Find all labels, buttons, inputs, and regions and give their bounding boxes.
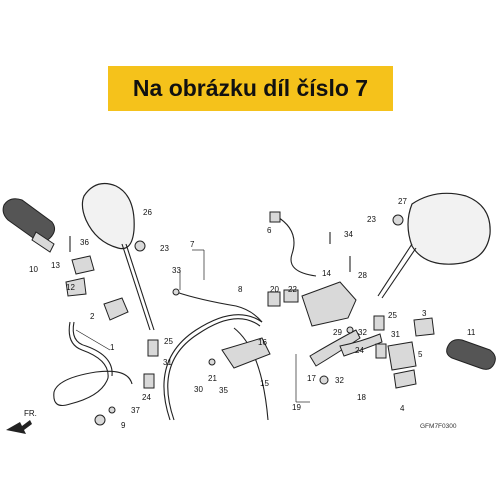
- callout-3: 3: [422, 309, 427, 318]
- front-direction-arrow: FR.: [6, 409, 37, 434]
- callout-leaders: [75, 249, 310, 403]
- brake-cable: [163, 314, 269, 421]
- callout-15: 15: [260, 379, 269, 388]
- callout-29: 29: [333, 328, 342, 337]
- callout-18: 18: [357, 393, 366, 402]
- callout-32-upper: 32: [358, 328, 367, 337]
- throttle-cable: [53, 321, 133, 407]
- callout-2: 2: [90, 312, 95, 321]
- callout-24-left: 24: [142, 393, 151, 402]
- callout-35: 35: [219, 386, 228, 395]
- left-handlebar-grip: [2, 198, 56, 253]
- callout-28: 28: [358, 271, 367, 280]
- callout-27: 27: [398, 197, 407, 206]
- callout-20: 20: [270, 285, 279, 294]
- right-switch-housing: [387, 317, 435, 389]
- callout-25-left: 25: [164, 337, 173, 346]
- callout-1: 1: [110, 343, 115, 352]
- callout-10: 10: [29, 265, 38, 274]
- catalog-code: GFM7F0300: [420, 423, 457, 430]
- callout-22: 22: [288, 285, 297, 294]
- left-switch-housing: [65, 255, 129, 321]
- callout-9: 9: [121, 421, 126, 430]
- callout-14: 14: [322, 269, 331, 278]
- callout-labels: 1 2 3 4 5 6 7 8 9 10 11 12 13 14 15 16 1…: [29, 197, 476, 430]
- callout-17: 17: [307, 374, 316, 383]
- left-mirror: [81, 183, 155, 331]
- callout-23-left: 23: [160, 244, 169, 253]
- callout-32-lower: 32: [335, 376, 344, 385]
- fasteners: [69, 214, 404, 426]
- callout-30: 30: [194, 385, 203, 394]
- banner-text: Na obrázku díl číslo 7: [132, 75, 369, 101]
- callout-33: 33: [172, 266, 181, 275]
- callout-23-right: 23: [367, 215, 376, 224]
- callout-34: 34: [344, 230, 353, 239]
- callout-25-right: 25: [388, 311, 397, 320]
- part-number-banner: Na obrázku díl číslo 7: [108, 66, 393, 111]
- front-arrow-label: FR.: [24, 409, 37, 418]
- callout-5: 5: [418, 350, 423, 359]
- brake-lever-bracket: [208, 337, 271, 369]
- callout-26: 26: [143, 208, 152, 217]
- callout-4: 4: [400, 404, 405, 413]
- callout-24-right: 24: [355, 346, 364, 355]
- right-handlebar-grip: [446, 339, 496, 370]
- right-mirror: [377, 192, 491, 299]
- callout-13: 13: [51, 261, 60, 270]
- callout-19: 19: [292, 403, 301, 412]
- callout-16: 16: [258, 338, 267, 347]
- callout-12: 12: [66, 283, 75, 292]
- callout-37: 37: [131, 406, 140, 415]
- callout-31-left: 31: [163, 358, 172, 367]
- callout-6: 6: [267, 226, 272, 235]
- callout-8: 8: [238, 285, 243, 294]
- cable-7: [172, 288, 263, 323]
- wire-harness-6: [269, 211, 317, 277]
- center-switch-assembly: [267, 281, 357, 327]
- callout-21: 21: [208, 374, 217, 383]
- callout-31-right: 31: [391, 330, 400, 339]
- callout-11: 11: [467, 328, 476, 337]
- callout-36: 36: [80, 238, 89, 247]
- callout-7: 7: [190, 240, 195, 249]
- brake-levers: [309, 329, 383, 367]
